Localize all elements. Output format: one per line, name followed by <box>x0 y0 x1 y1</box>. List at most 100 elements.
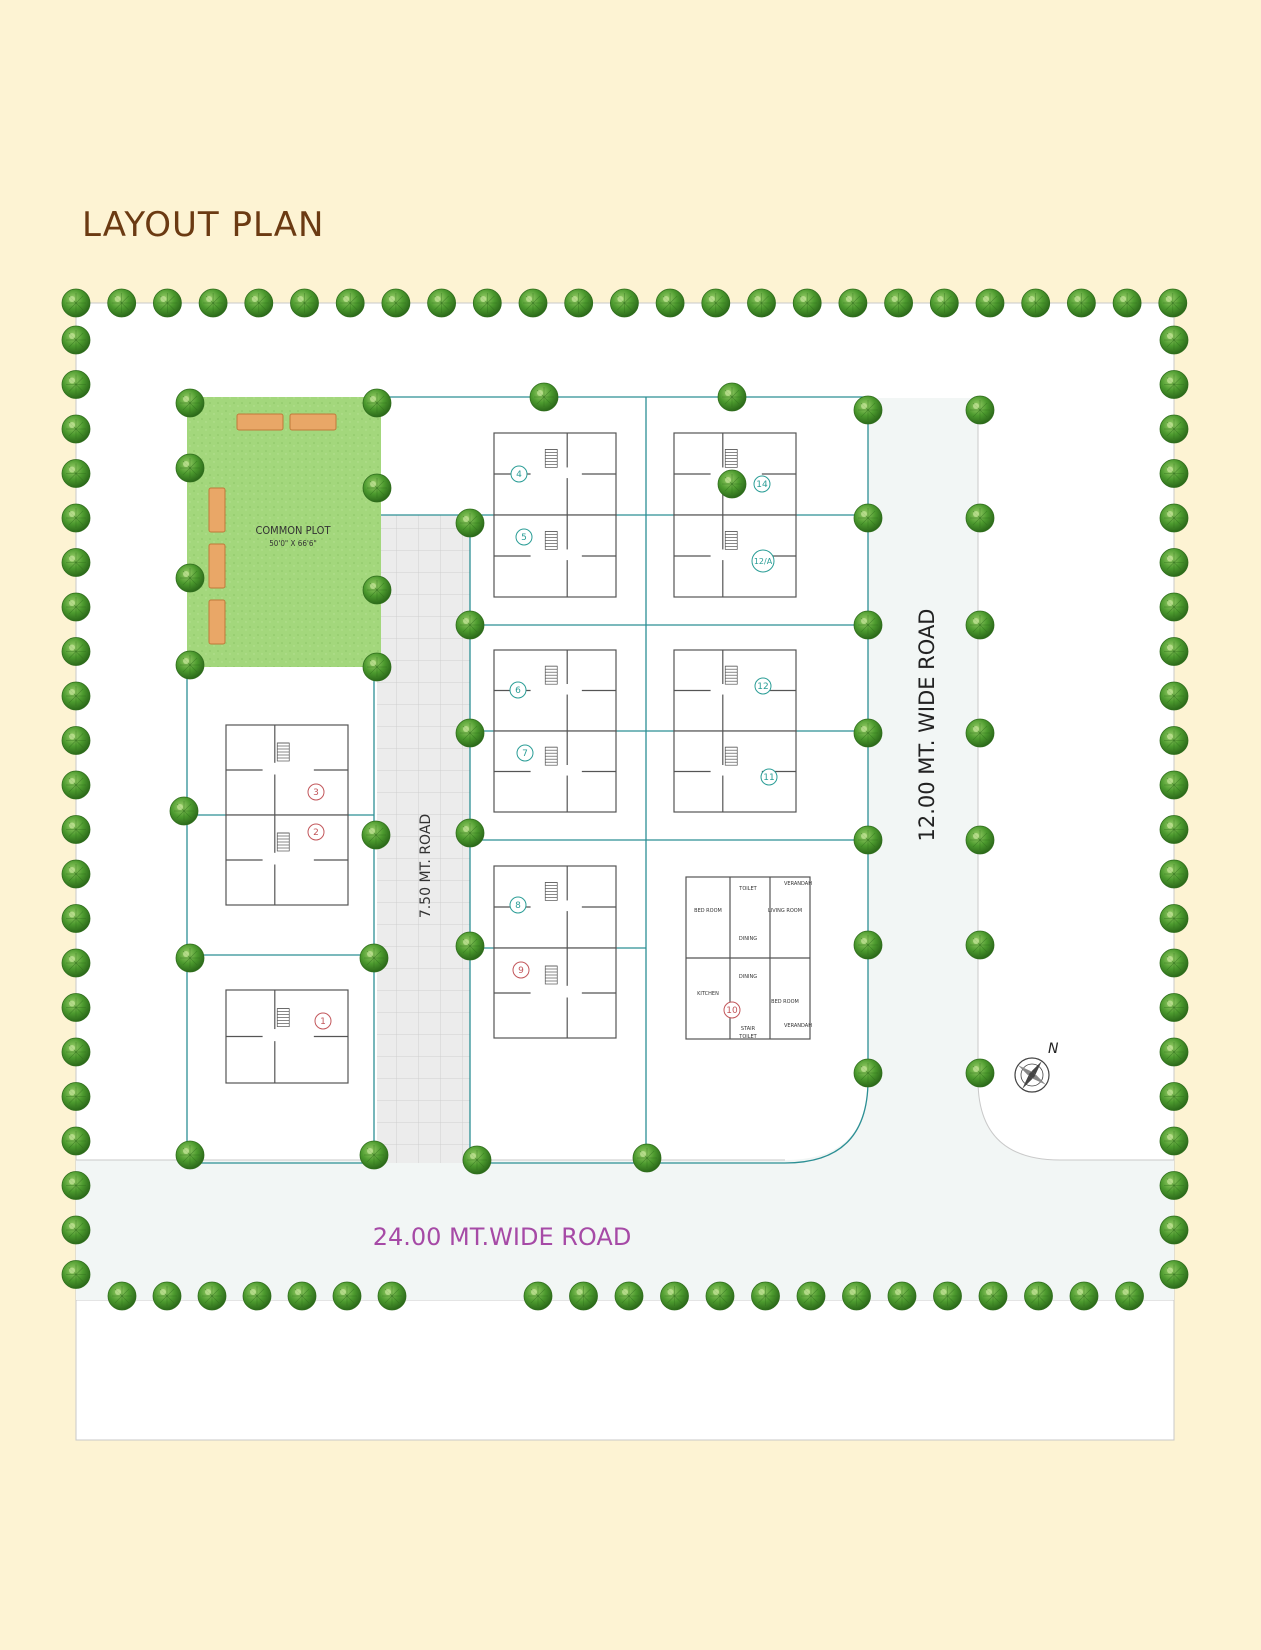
tree-icon <box>1069 1281 1099 1311</box>
tree-icon <box>1159 459 1189 488</box>
tree-icon <box>1112 288 1142 318</box>
tree-icon <box>1159 770 1189 800</box>
tree-icon <box>523 1281 553 1311</box>
tree-icon <box>1159 1082 1189 1111</box>
tree-icon <box>717 469 747 499</box>
tree-icon <box>1159 325 1189 355</box>
tree-icon <box>965 395 995 425</box>
tree-icon <box>853 930 883 960</box>
room-label: TOILET <box>738 886 757 892</box>
tree-icon <box>61 548 91 577</box>
tree-icon <box>978 1281 1008 1311</box>
tree-icon <box>975 288 1005 318</box>
room-label: KITCHEN <box>697 991 719 997</box>
tree-icon <box>61 1260 91 1289</box>
tree-icon <box>1159 904 1189 933</box>
tree-icon <box>175 1140 205 1170</box>
plot-number-badge: 6 <box>509 681 527 699</box>
tree-icon <box>61 503 91 533</box>
plot-number-badge: 4 <box>510 465 528 483</box>
tree-icon <box>1159 1260 1189 1289</box>
tree-icon <box>529 382 559 412</box>
tree-icon <box>853 503 883 533</box>
plot-number-badge: 14 <box>753 475 771 493</box>
tree-icon <box>1159 1215 1189 1245</box>
room-label: VERANDAH <box>784 1023 812 1029</box>
room-label: LIVING ROOM <box>768 908 802 914</box>
tree-icon <box>518 288 548 318</box>
tree-icon <box>61 1082 91 1111</box>
tree-icon <box>61 993 91 1022</box>
room-label: BED ROOM <box>694 908 722 914</box>
tree-icon <box>242 1281 272 1311</box>
north-compass-icon: N <box>1014 1041 1059 1093</box>
tree-icon <box>107 1281 137 1311</box>
plot-number-label: 3 <box>313 788 319 798</box>
building-icon <box>673 514 797 598</box>
tree-icon <box>332 1281 362 1311</box>
tree-icon <box>61 1171 91 1200</box>
tree-icon <box>614 1281 644 1311</box>
building-icon <box>493 730 617 813</box>
tree-icon <box>965 1058 995 1088</box>
tree-icon <box>152 288 182 318</box>
tree-icon <box>751 1281 780 1311</box>
tree-icon <box>564 288 594 318</box>
tree-icon <box>884 288 913 318</box>
building-icon <box>673 730 797 813</box>
common-plot-label: COMMON PLOT <box>255 524 331 537</box>
road-label-south: 24.00 MT.WIDE ROAD <box>373 1223 632 1251</box>
room-label: TOILET <box>738 1034 757 1040</box>
plot-number-badge: 7 <box>516 744 534 762</box>
plot-number-label: 7 <box>522 749 528 759</box>
tree-icon <box>61 325 91 355</box>
tree-icon <box>61 592 91 622</box>
tree-icon <box>61 637 91 666</box>
tree-icon <box>933 1281 962 1311</box>
tree-icon <box>1159 592 1189 622</box>
tree-icon <box>175 388 205 418</box>
tree-icon <box>1159 1171 1189 1200</box>
room-label: BED ROOM <box>771 999 799 1005</box>
tree-icon <box>1159 1126 1189 1156</box>
plot-number-label: 8 <box>515 901 521 911</box>
tree-icon <box>965 610 995 640</box>
tree-icon <box>197 1281 227 1311</box>
tree-icon <box>61 948 91 978</box>
tree-icon <box>61 1126 91 1156</box>
tree-icon <box>61 1037 91 1067</box>
tree-icon <box>244 288 274 318</box>
tree-icon <box>175 650 205 680</box>
plot-number-badge: 10 <box>723 1001 741 1019</box>
tree-icon <box>632 1143 662 1173</box>
tree-icon <box>1159 548 1189 577</box>
road-label-internal: 7.50 MT. ROAD <box>418 814 434 918</box>
tree-icon <box>198 288 228 318</box>
tree-icon <box>1159 414 1189 444</box>
plot-number-label: 2 <box>313 828 319 838</box>
tree-icon <box>359 943 389 973</box>
tree-icon <box>455 718 485 748</box>
plot-number-badge: 5 <box>515 528 533 546</box>
tree-icon <box>335 288 365 318</box>
building-icon <box>673 649 797 732</box>
tree-icon <box>701 288 731 318</box>
tree-icon <box>965 503 995 533</box>
tree-icon <box>1159 859 1189 889</box>
tree-icon <box>705 1281 735 1311</box>
plot-number-label: 12 <box>757 682 768 692</box>
room-label: STAIR <box>741 1026 756 1032</box>
tree-icon <box>61 370 91 399</box>
tree-icon <box>61 770 91 800</box>
tree-icon <box>462 1145 492 1175</box>
plot-number-badge: 12 <box>754 677 772 695</box>
tree-icon <box>290 288 319 318</box>
tree-icon <box>853 718 883 748</box>
building-icon <box>493 947 617 1039</box>
tree-icon <box>455 610 485 640</box>
tree-icon <box>887 1281 917 1311</box>
building-icon <box>493 649 617 732</box>
road-12m <box>785 398 1060 1160</box>
